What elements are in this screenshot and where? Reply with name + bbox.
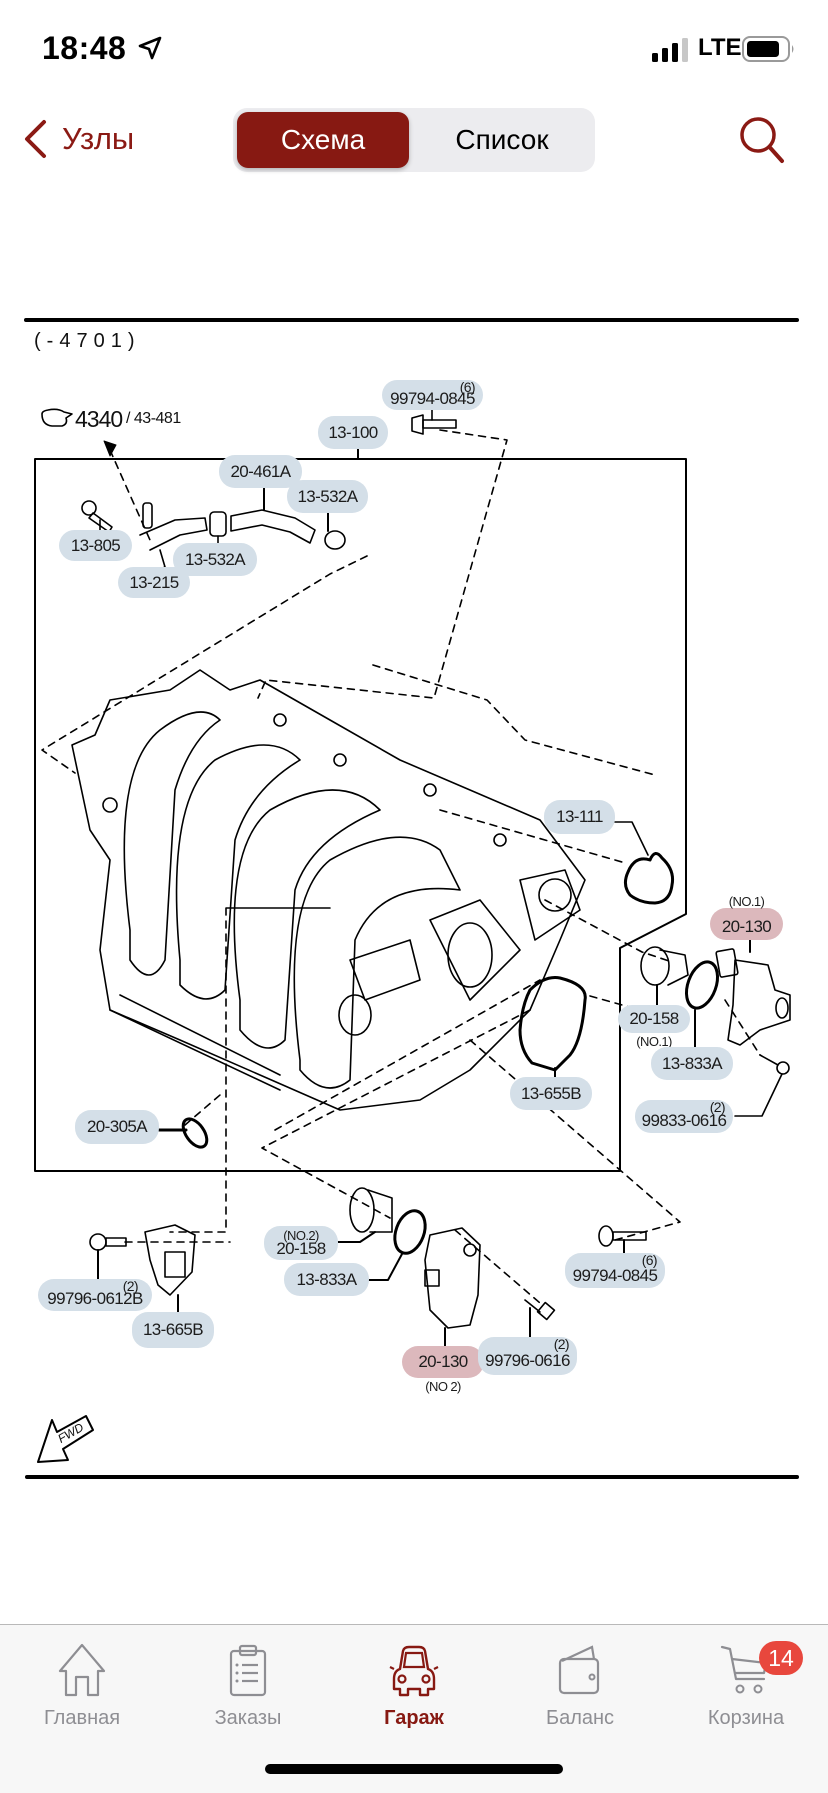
tab-balance-label: Баланс — [545, 1707, 615, 1729]
tab-garage[interactable]: Гараж — [339, 1639, 489, 1730]
callout-20-130-no2[interactable]: 20-130(NO 2) — [402, 1346, 484, 1394]
sensor-20-130-no1 — [715, 939, 791, 1046]
wallet-icon — [558, 1645, 600, 1695]
reference-main[interactable]: 4340 — [75, 406, 123, 432]
parts-diagram: (-4701) 4340 / 43-481 FWD (6)99794-0845 … — [0, 300, 828, 1500]
callout-99833-0616[interactable]: (2)99833-0616 — [635, 1099, 733, 1133]
tab-balance[interactable]: Баланс — [505, 1639, 655, 1730]
callout-99796-0612B[interactable]: (2)99796-0612B — [38, 1278, 152, 1311]
range-note: (-4701) — [34, 330, 141, 352]
o-ring-20-305A — [181, 1117, 209, 1149]
back-button[interactable]: Узлы — [22, 114, 134, 164]
callout-20-158-no2[interactable]: (NO.2)20-158 — [264, 1226, 338, 1260]
callout-13-532A-upper[interactable]: 13-532A — [287, 480, 368, 513]
segment-list[interactable]: Список — [455, 124, 549, 155]
callout-99794-0845-top[interactable]: (6)99794-0845 — [382, 379, 483, 410]
callout-13-532A-lower[interactable]: 13-532A — [173, 543, 257, 576]
callout-20-305A[interactable]: 20-305A — [75, 1110, 159, 1144]
gasket-13-655B — [518, 976, 587, 1072]
intake-manifold — [71, 669, 586, 1111]
back-label: Узлы — [62, 121, 135, 156]
gasket-13-111 — [623, 852, 674, 905]
battery-icon — [742, 36, 794, 62]
callout-99796-0616[interactable]: (2)99796-0616 — [478, 1336, 577, 1375]
callout-99794-0845-lower[interactable]: (6)99794-0845 — [565, 1252, 665, 1288]
location-arrow-icon — [138, 36, 162, 60]
callout-20-130-no1[interactable]: (NO.1)20-130 — [710, 894, 783, 940]
search-icon[interactable] — [738, 114, 786, 166]
callout-13-655B[interactable]: 13-655B — [510, 1077, 592, 1110]
callout-13-805[interactable]: 13-805 — [59, 530, 132, 561]
clipboard-icon — [229, 1644, 267, 1697]
signal-icon — [652, 38, 688, 62]
callout-20-461A[interactable]: 20-461A — [219, 455, 302, 488]
o-ring-13-833A-upper — [684, 960, 720, 1010]
callout-13-100[interactable]: 13-100 — [318, 416, 388, 449]
clamp-13-532A — [209, 511, 227, 544]
bolt-13-805 — [81, 500, 113, 533]
fwd-arrow — [37, 1415, 94, 1463]
cart-badge: 14 — [759, 1641, 803, 1675]
bracket-13-665B — [89, 1224, 196, 1313]
status-time: 18:48 — [42, 30, 127, 66]
home-indicator[interactable] — [265, 1764, 563, 1774]
view-mode-segmented-control: Схема Список — [233, 108, 595, 172]
assembly-frame — [34, 458, 687, 1172]
plug-20-158-no1 — [640, 946, 689, 1006]
callout-13-111[interactable]: 13-111 — [544, 800, 615, 834]
plug-20-158-no2 — [337, 1187, 393, 1243]
tab-cart[interactable]: Корзина 14 — [671, 1639, 821, 1730]
car-icon — [389, 1645, 439, 1697]
home-icon — [58, 1643, 106, 1697]
tab-orders-label: Заказы — [214, 1707, 282, 1729]
callout-20-158-no1[interactable]: 20-158(NO.1) — [618, 1005, 690, 1049]
tab-home-label: Главная — [43, 1707, 121, 1729]
callout-13-665B[interactable]: 13-665B — [132, 1312, 214, 1348]
callout-13-215[interactable]: 13-215 — [118, 567, 190, 598]
reference-sub[interactable]: / 43-481 — [126, 410, 181, 427]
hose-20-461A — [230, 487, 316, 544]
network-type: LTE — [698, 34, 742, 61]
callout-13-833A-lower[interactable]: 13-833A — [284, 1263, 369, 1296]
tab-garage-label: Гараж — [384, 1707, 444, 1729]
o-ring-13-833A-lower — [393, 1209, 427, 1255]
tab-home[interactable]: Главная — [7, 1639, 157, 1730]
tab-orders[interactable]: Заказы — [173, 1639, 323, 1730]
pointing-hand-icon — [41, 408, 73, 427]
segment-scheme[interactable]: Схема — [237, 112, 409, 168]
tab-cart-label: Корзина — [707, 1707, 785, 1729]
callout-13-833A-upper[interactable]: 13-833A — [651, 1047, 733, 1080]
sensor-20-130-no2 — [424, 1227, 481, 1347]
chevron-left-icon — [25, 120, 46, 158]
diagram-drawing — [24, 318, 799, 1479]
